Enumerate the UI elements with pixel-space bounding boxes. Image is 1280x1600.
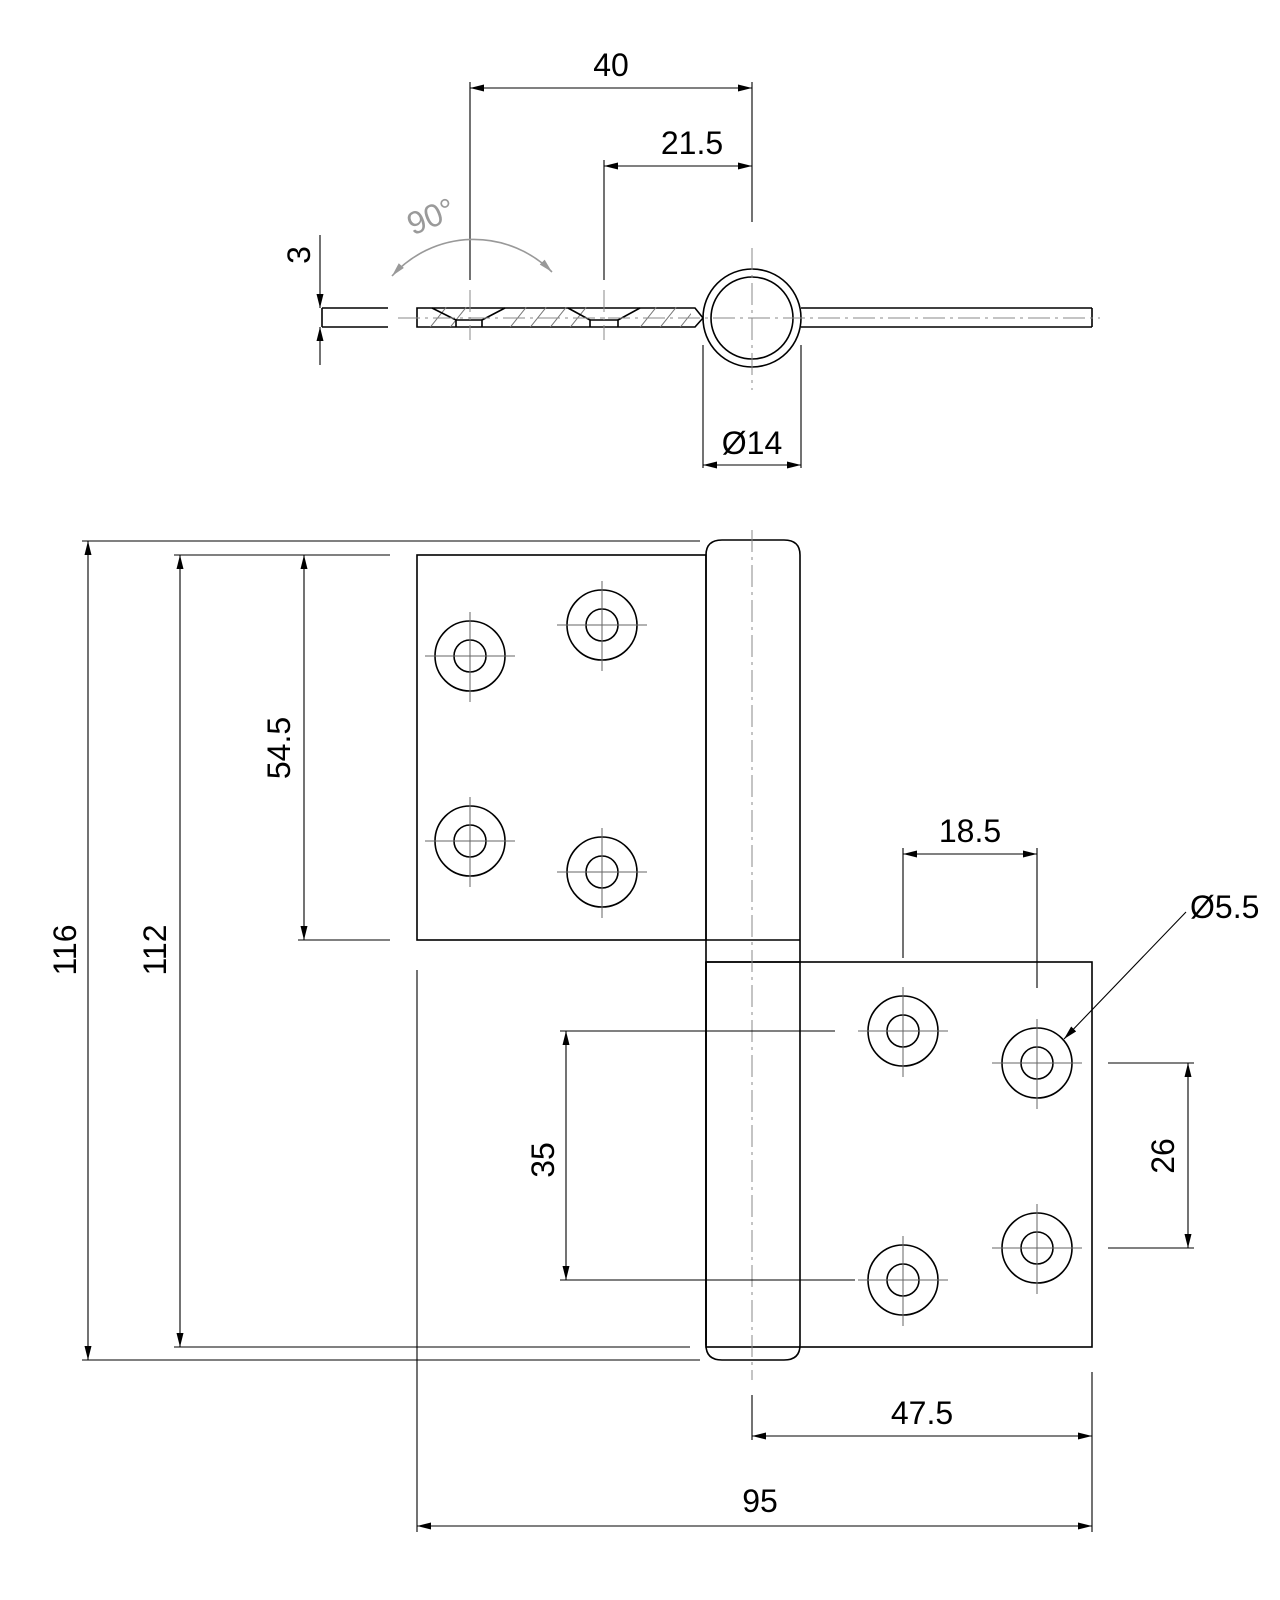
dim-47-5: 47.5	[891, 1395, 953, 1431]
dim-18-5: 18.5	[939, 813, 1001, 849]
hole-4	[557, 828, 647, 918]
dim-116: 116	[47, 924, 83, 975]
dim-thickness-3: 3	[281, 246, 317, 264]
front-view: 116 112 54.5 18.5 Ø5.5 35 26 47.5	[47, 530, 1259, 1532]
upper-leaf	[416, 554, 707, 941]
dim-hole-diameter: Ø5.5	[1190, 889, 1259, 925]
hole-3	[425, 797, 515, 887]
hole-8	[992, 1204, 1082, 1294]
section-plate	[416, 307, 705, 328]
hole-7	[858, 1236, 948, 1326]
hole-2	[557, 581, 647, 671]
dim-40: 40	[593, 47, 629, 83]
section-view: 40 21.5 90° 3 Ø14	[281, 47, 1100, 469]
dim-21-5: 21.5	[661, 125, 723, 161]
dim-26: 26	[1145, 1138, 1181, 1174]
hole-5	[858, 987, 948, 1077]
dim-95: 95	[742, 1483, 778, 1519]
dim-112: 112	[137, 924, 173, 975]
dim-54-5: 54.5	[261, 717, 297, 779]
hole-6	[992, 1019, 1082, 1109]
dim-diameter-14: Ø14	[722, 425, 782, 461]
lower-leaf	[705, 961, 1093, 1348]
knuckle-barrel	[705, 539, 801, 1361]
hole-1	[425, 612, 515, 702]
dim-35: 35	[525, 1142, 561, 1178]
dim-angle-90: 90°	[402, 191, 460, 243]
